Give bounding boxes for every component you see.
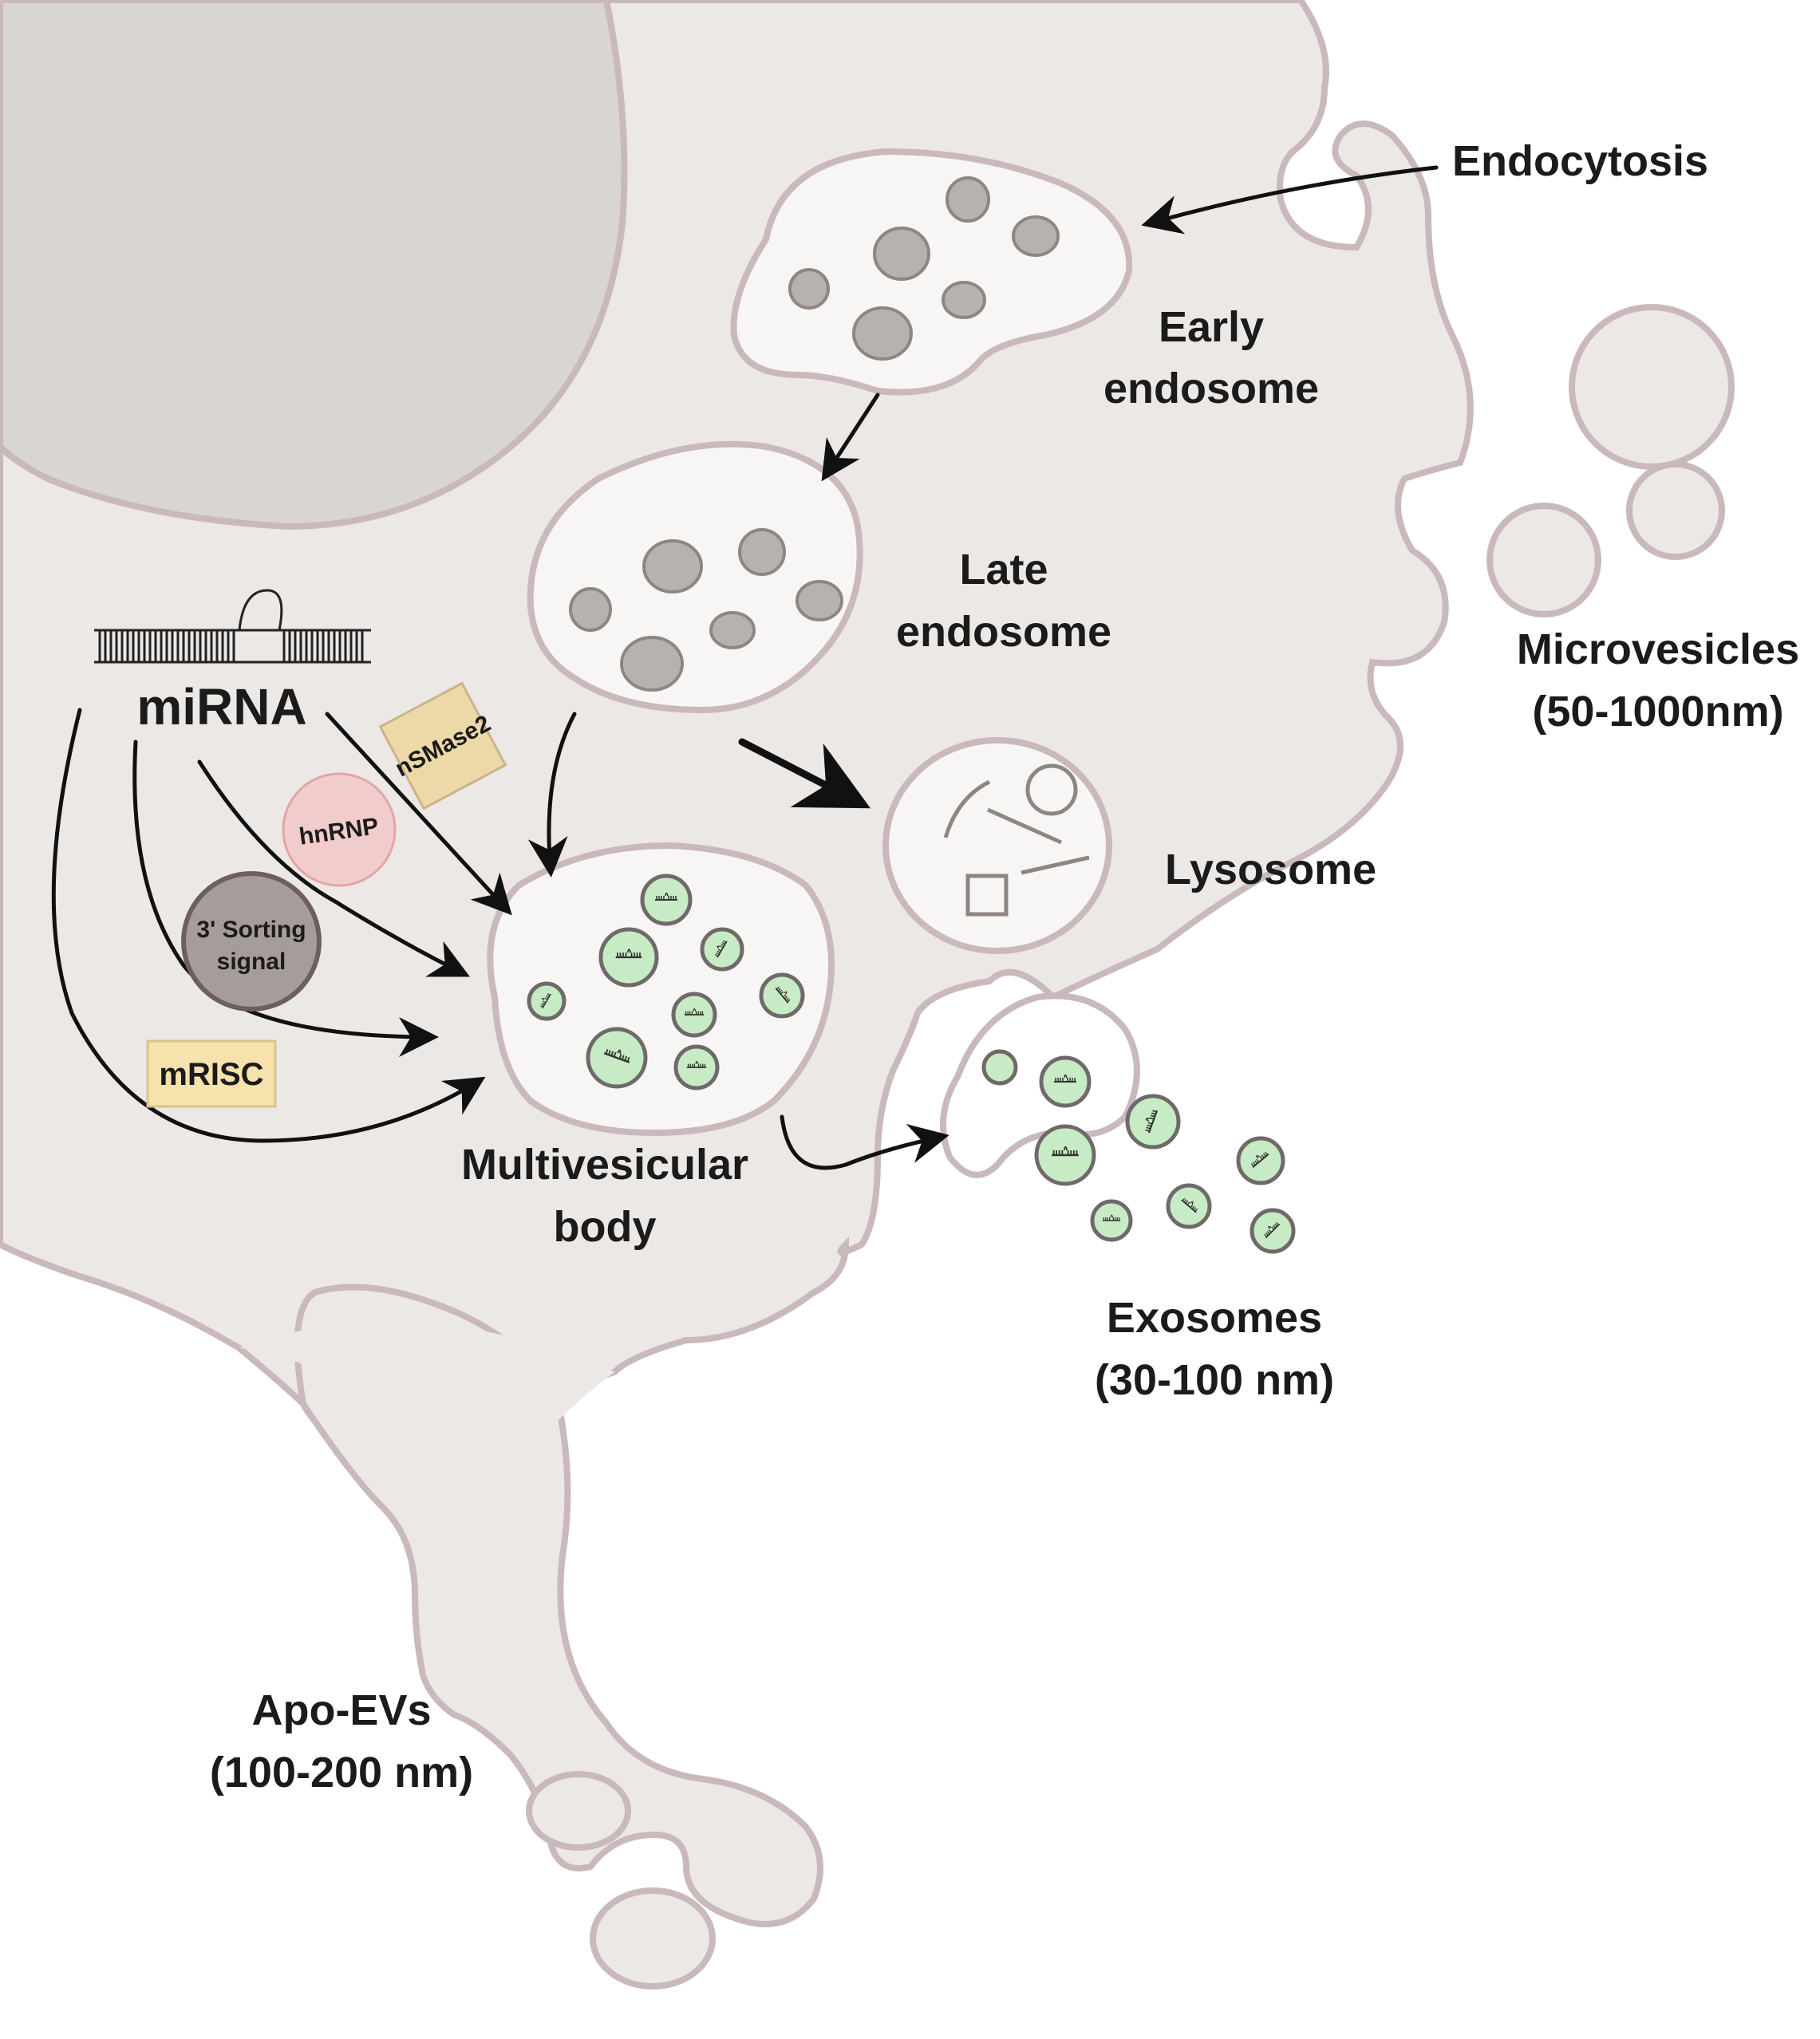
nsmase2-badge: nSMase2: [378, 681, 507, 810]
exosome-vesicle: [1236, 1136, 1285, 1185]
exosome-vesicle: [759, 972, 805, 1019]
microvesicle: [1569, 304, 1735, 470]
microvesicles-label-1: Microvesicles: [1517, 625, 1799, 673]
exosome-vesicle: [598, 927, 659, 988]
arrow-endocytosis: [1141, 165, 1439, 235]
exosome-vesicle: [1250, 1208, 1296, 1254]
late-endosome-contents: [569, 528, 843, 692]
mirna-hairpin-icon: [94, 589, 371, 664]
lysosome-debris: [943, 763, 1090, 917]
early-endosome-label-2: endosome: [1103, 365, 1319, 412]
exosome-vesicle: [640, 874, 693, 926]
apo-evs-label-2: (100-200 nm): [210, 1749, 473, 1796]
apo-ev: [526, 1771, 631, 1851]
mrisc-label: mRISC: [159, 1057, 263, 1092]
cell-merge: [239, 1316, 614, 1476]
early-endosome: [730, 148, 1133, 396]
exosome-vesicle: [981, 1049, 1018, 1086]
mvb-label-1: Multivesicular: [461, 1141, 748, 1189]
microvesicles-label-2: (50-1000nm): [1532, 688, 1783, 736]
exosomes-group: [981, 1049, 1296, 1254]
exosome-vesicle: [1166, 1183, 1212, 1229]
late-endosome-label-2: endosome: [896, 608, 1111, 656]
microvesicle: [1486, 503, 1601, 617]
late-endosome-label-1: Late: [959, 546, 1048, 594]
exosomes-label-2: (30-100 nm): [1095, 1356, 1334, 1404]
arrow-nsmase2: [325, 712, 512, 916]
arrow-sorting: [132, 739, 439, 1057]
microvesicle: [1626, 461, 1725, 560]
exosome-vesicle: [586, 1027, 648, 1089]
arrow-hnrnp: [197, 759, 470, 977]
exosome-vesicle: [1125, 1094, 1181, 1150]
sorting-signal-label-2: signal: [217, 949, 286, 975]
exosome-vesicle: [1039, 1055, 1092, 1108]
early-endosome-label-1: Early: [1159, 303, 1264, 351]
nucleus: [0, 0, 628, 530]
exosome-vesicle: [527, 981, 567, 1021]
arrow-mrisc: [51, 708, 486, 1143]
early-endosome-contents: [788, 176, 1060, 361]
sorting-signal-badge: 3' Sorting signal: [181, 871, 322, 1012]
mvb-label-2: body: [554, 1203, 657, 1251]
exosome-vesicle: [671, 992, 717, 1038]
apo-ev: [590, 1887, 716, 1990]
exosome-vesicle: [1034, 1124, 1096, 1186]
mirna-label: miRNA: [136, 678, 306, 736]
mrisc-badge: mRISC: [146, 1039, 277, 1108]
arrow-late-to-lysosome: [738, 738, 871, 809]
endocytosis-label: Endocytosis: [1452, 137, 1708, 185]
lysosome-label: Lysosome: [1165, 846, 1376, 893]
lysosome: [882, 737, 1112, 954]
apo-evs-label-1: Apo-EVs: [251, 1686, 431, 1734]
exosome-vesicle: [673, 1044, 720, 1090]
sorting-signal-label-1: 3' Sorting: [196, 917, 306, 943]
mvb-vesicles: [527, 874, 805, 1090]
hnrnp-badge: hnRNP: [282, 772, 397, 887]
arrow-early-to-late: [821, 392, 880, 482]
exosome-vesicle: [1090, 1199, 1133, 1242]
exosome-vesicle: [700, 927, 744, 972]
exosomes-label-1: Exosomes: [1107, 1294, 1322, 1342]
arrow-late-to-mvb: [527, 712, 577, 878]
arrow-mvb-to-exosomes: [780, 1114, 949, 1170]
